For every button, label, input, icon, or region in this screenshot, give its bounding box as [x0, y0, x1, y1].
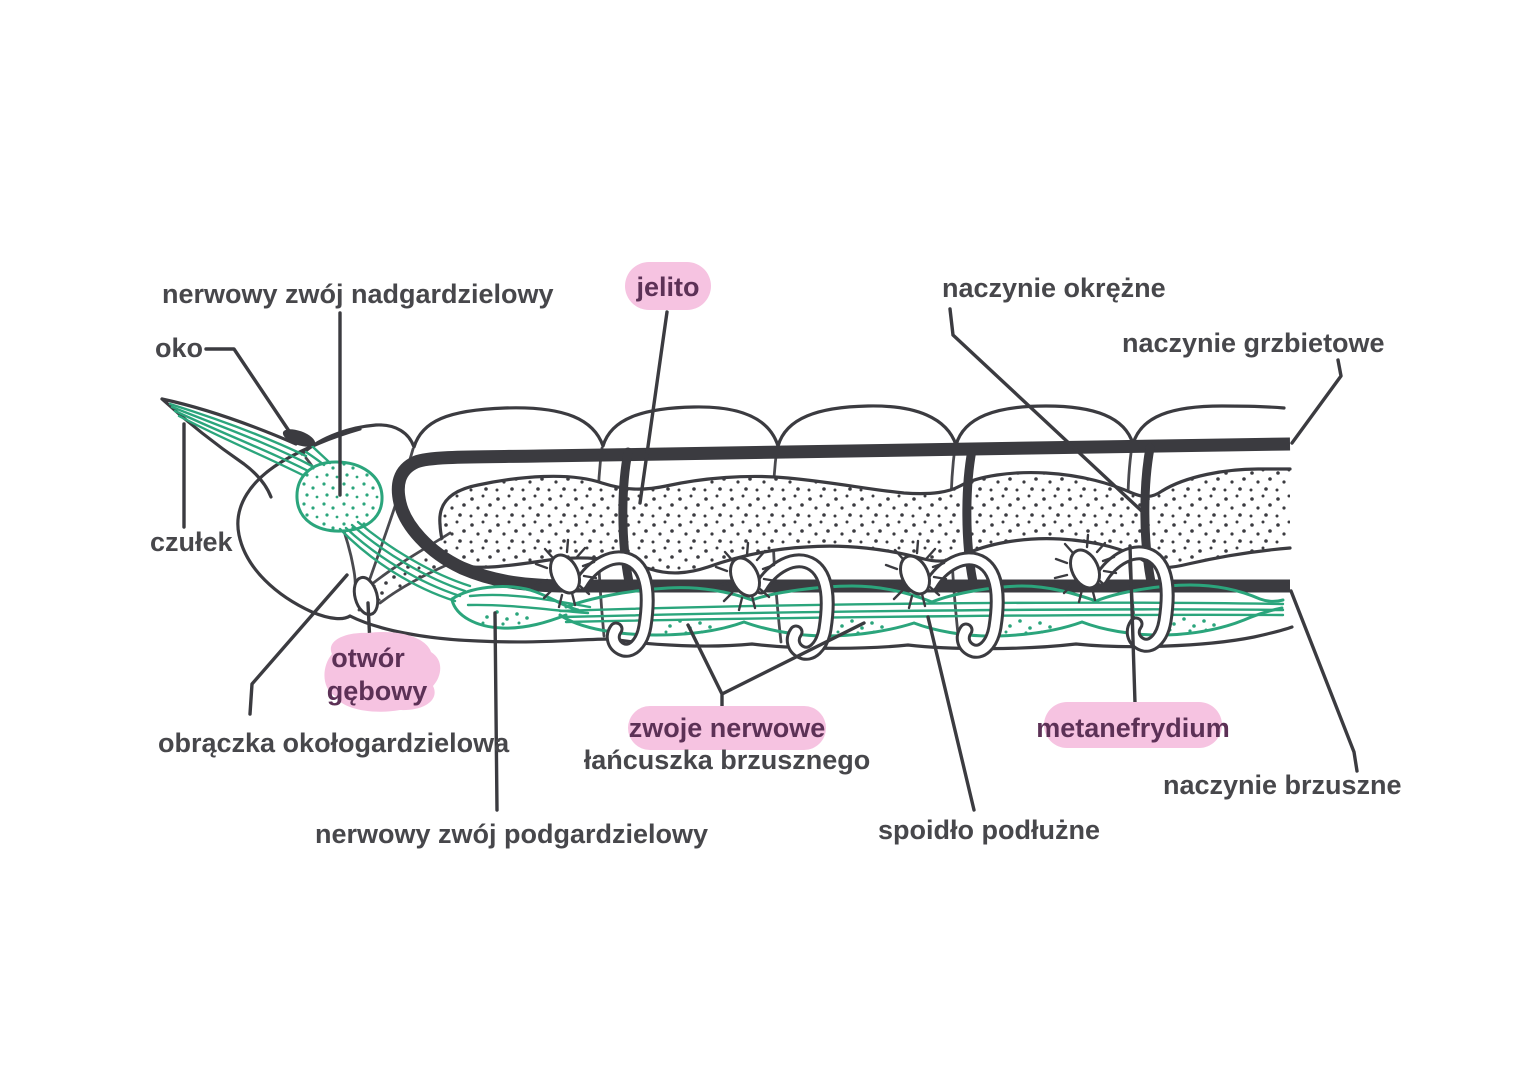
labels: nerwowy zwój nadgardzielowy oko czułek j… — [150, 272, 1402, 849]
label-circumpharyngeal-ring: obrączka okołogardzielowa — [158, 728, 510, 758]
label-ventral-vessel: naczynie brzuszne — [1163, 770, 1402, 800]
pink-highlights — [324, 262, 1222, 750]
label-ventral-chain-ganglia-line1: zwoje nerwowe — [629, 713, 826, 743]
leader-circumpharyngeal-ring — [248, 573, 349, 716]
leader-ventral-vessel — [1289, 589, 1359, 773]
label-dorsal-vessel: naczynie grzbietowe — [1122, 328, 1385, 358]
label-mouth-line1: otwór — [331, 643, 405, 673]
label-antenna: czułek — [150, 527, 234, 557]
leader-metanephridium — [1128, 544, 1137, 705]
label-mouth-line2: gębowy — [327, 676, 428, 706]
label-metanephridium: metanefrydium — [1036, 713, 1230, 743]
label-eye: oko — [155, 333, 203, 363]
leader-subesophageal-ganglion — [493, 611, 499, 812]
label-longitudinal-commissure: spoidło podłużne — [878, 815, 1100, 845]
subesophageal-ganglion — [450, 585, 592, 630]
eye-spot — [282, 429, 316, 447]
antenna-outline — [160, 397, 298, 499]
leader-longitudinal-commissure — [926, 615, 976, 812]
highlight-intestine — [625, 262, 711, 310]
highlight-metanephridium — [1044, 702, 1222, 748]
label-subesophageal-ganglion: nerwowy zwój podgardzielowy — [315, 819, 708, 849]
leader-eye — [204, 347, 291, 433]
leader-dorsal-vessel — [1290, 358, 1343, 445]
mouth-opening — [352, 575, 380, 617]
leader-intestine — [638, 310, 669, 505]
label-intestine: jelito — [635, 272, 699, 302]
leader-lines — [182, 307, 1359, 812]
circumpharyngeal-ring — [338, 520, 472, 603]
label-supraesophageal-ganglion: nerwowy zwój nadgardzielowy — [162, 279, 554, 309]
head-outline — [236, 427, 362, 621]
leader-ventral-chain-ganglia — [686, 621, 866, 710]
leader-circular-vessel — [948, 307, 1149, 518]
highlight-mouth — [324, 631, 441, 712]
dorsal-and-ventral-vessel — [391, 437, 1291, 593]
label-circular-vessel: naczynie okrężne — [942, 273, 1166, 303]
highlight-ventral-chain-ganglia — [628, 706, 826, 750]
label-ventral-chain-ganglia-line2: łańcuszka brzusznego — [584, 745, 871, 775]
